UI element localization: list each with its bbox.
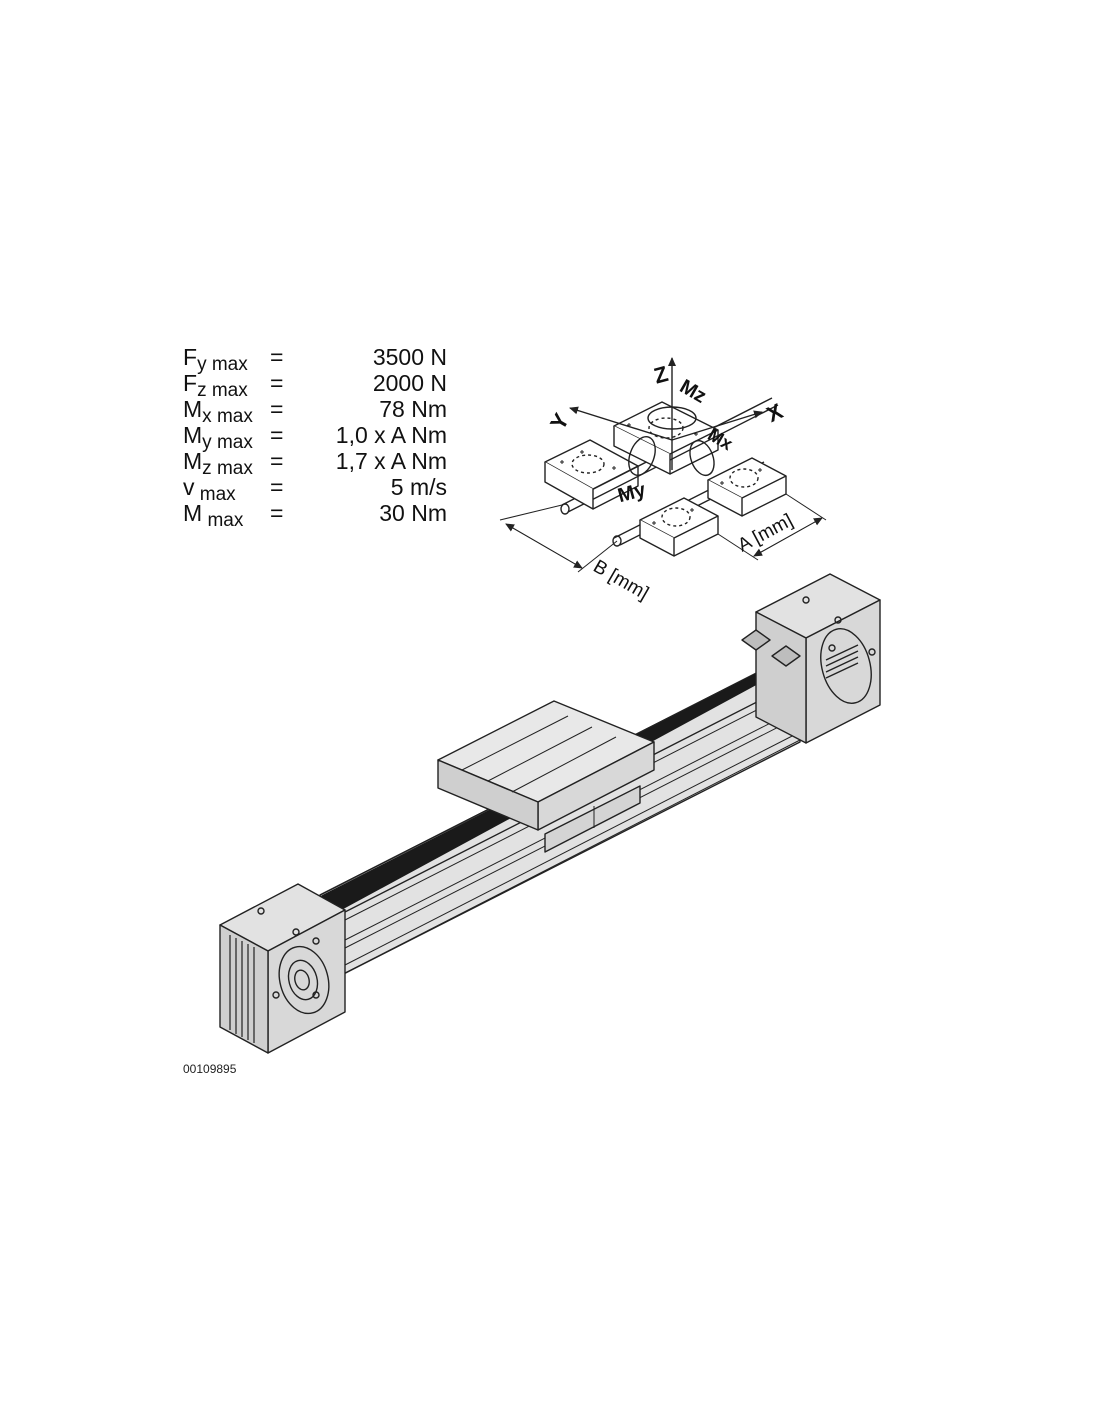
spec-row-mx: Mx max = 78 Nm [183,396,447,427]
spec-value: 30 Nm [379,500,447,526]
spec-symbol: F [183,344,198,370]
moment-y-label: My [615,479,648,508]
spec-equals: = [270,396,284,422]
spec-value: 78 Nm [379,396,447,422]
carriage-block-left [544,439,639,510]
carriage-block-front [639,497,719,557]
spec-value: 5 m/s [390,474,447,500]
dimension-b-label: B [mm] [590,556,653,604]
spec-row-fz: Fz max = 2000 N [183,370,447,401]
spec-value: 3500 N [372,344,447,370]
moment-z-ring [647,406,697,430]
spec-subscript: x max [202,406,253,427]
spec-value: 1,0 x A Nm [335,422,447,448]
spec-subscript: y max [202,432,253,453]
spec-symbol: M [183,448,203,474]
limit-switch-lower [771,645,801,667]
linear-module [219,573,881,1054]
spec-subscript: z max [202,458,253,479]
spec-value: 1,7 x A Nm [335,448,447,474]
document-number: 00109895 [183,1062,237,1076]
spec-row-mz: Mz max = 1,7 x A Nm [183,448,447,479]
axis-x-arrow [671,410,763,441]
spec-subscript: z max [197,380,248,401]
spec-equals: = [270,370,284,396]
spec-subscript: max [194,484,236,505]
end-housing-right [755,573,881,744]
spec-equals: = [270,448,284,474]
spec-row-fy: Fy max = 3500 N [183,344,447,375]
carriage-block-right [707,457,787,517]
spec-subscript: y max [197,354,248,375]
spec-equals: = [270,474,284,500]
axis-x-label: X [763,398,787,427]
end-housing-left [219,883,346,1054]
limit-switch-upper [741,629,771,651]
axis-z-label: Z [651,361,670,389]
dimension-b [499,504,618,573]
moment-x-ring [689,439,715,477]
axis-y-label: Y [545,409,574,434]
spec-symbol: M [183,396,203,422]
carriage [437,700,655,853]
spec-symbol: v [183,474,195,500]
moment-y-ring [628,436,656,476]
spec-row-m: M max = 30 Nm [183,500,447,531]
spec-equals: = [270,344,284,370]
moment-z-label: Mz [676,375,710,407]
spec-value: 2000 N [372,370,447,396]
spec-table: Fy max = 3500 N Fz max = 2000 N Mx max =… [183,344,447,531]
spec-row-v: v max = 5 m/s [183,474,447,505]
spec-symbol: F [183,370,198,396]
spec-symbol: M [183,422,203,448]
spec-equals: = [270,422,284,448]
load-diagram [499,357,827,573]
spec-subscript: max [202,510,244,531]
spec-symbol: M [183,500,203,526]
axis-y-arrow [569,406,673,441]
spec-equals: = [270,500,284,526]
dimension-a [717,493,827,561]
spec-row-my: My max = 1,0 x A Nm [183,422,447,453]
